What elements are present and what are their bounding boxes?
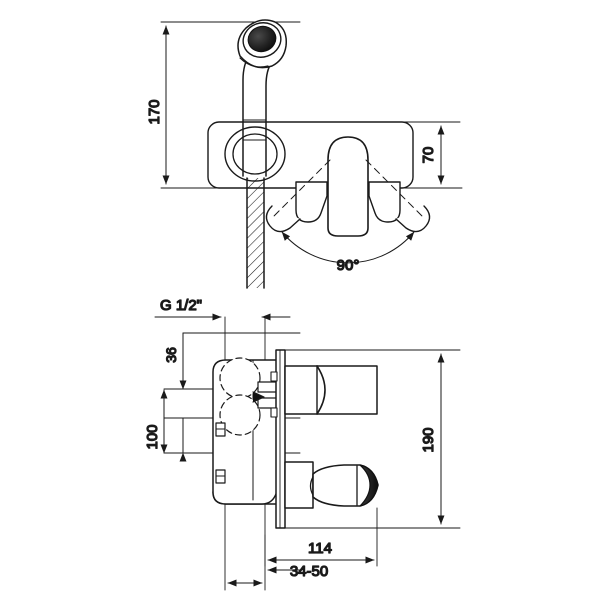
dimension-114-label: 114 xyxy=(308,540,332,557)
mounting-flange xyxy=(270,349,286,529)
dimension-90deg-label: 90° xyxy=(337,257,360,274)
dimension-170-label: 170 xyxy=(146,99,163,124)
shower-nozzle-tip xyxy=(359,464,379,507)
dimension-34-50: 34-50 xyxy=(227,562,329,587)
dimension-70-label: 70 xyxy=(420,147,437,164)
aerator-mesh xyxy=(247,25,277,53)
dimension-114: 114 xyxy=(264,507,378,567)
lever-handle xyxy=(327,136,369,237)
front-view: 170 70 xyxy=(145,19,463,289)
dimension-34-50-label: 34-50 xyxy=(290,563,328,580)
inlet-ports xyxy=(219,357,261,436)
flexible-hose xyxy=(246,177,265,289)
dimension-100-label: 100 xyxy=(144,424,161,449)
lower-inlet-port xyxy=(219,394,261,436)
dimension-190: 190 xyxy=(419,353,445,525)
lever-handle-side xyxy=(284,365,378,415)
dimension-36-label: 36 xyxy=(163,347,179,363)
dimension-70: 70 xyxy=(419,125,445,185)
swing-arc-90: 90° xyxy=(281,231,415,275)
dimension-100: 100 xyxy=(143,389,187,462)
aerator-head xyxy=(237,19,288,69)
dimension-190-label: 190 xyxy=(420,427,437,452)
body-clips xyxy=(215,422,226,484)
dimension-36: 36 xyxy=(162,332,187,390)
swing-construction-lines xyxy=(271,159,425,219)
hand-shower-neck xyxy=(284,461,314,509)
handle-swing-positions xyxy=(265,181,431,233)
side-view: G 1/2" 36 100 xyxy=(143,296,461,591)
dimension-170: 170 xyxy=(145,25,170,185)
hand-shower-head xyxy=(309,464,379,507)
dimension-thread-label: G 1/2" xyxy=(160,297,202,314)
